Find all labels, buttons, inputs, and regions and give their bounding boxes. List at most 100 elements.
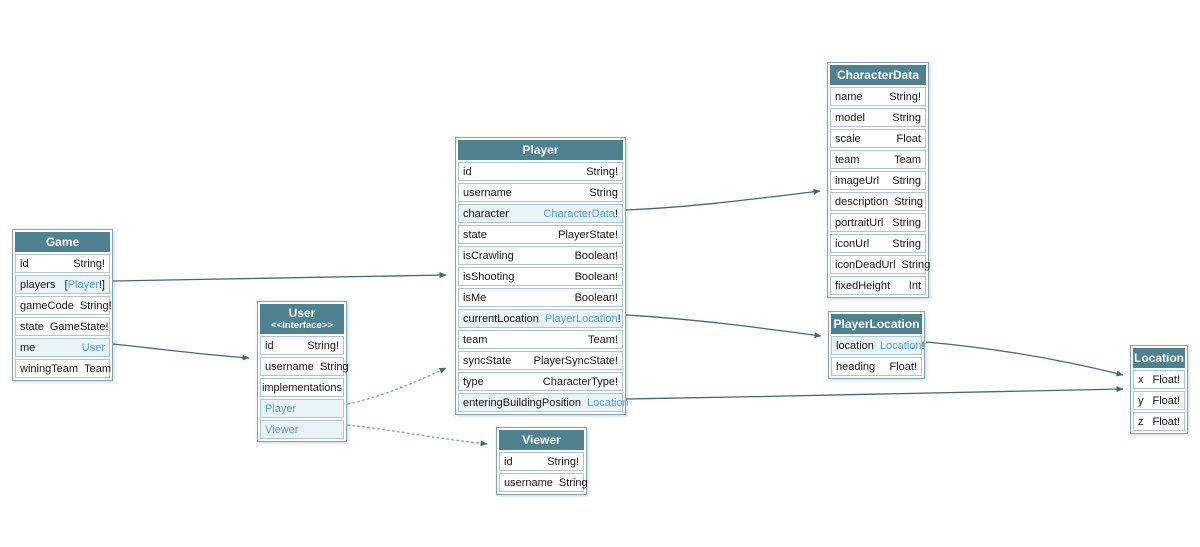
implementations-label: implementations bbox=[261, 381, 343, 394]
field-name: id bbox=[504, 455, 513, 468]
field-row-team[interactable]: team Team bbox=[830, 150, 926, 169]
field-name: name bbox=[835, 90, 863, 103]
field-row-id[interactable]: id String! bbox=[499, 452, 584, 471]
field-type: Boolean! bbox=[574, 249, 618, 262]
field-row-name[interactable]: name String! bbox=[830, 87, 926, 106]
field-name: state bbox=[20, 320, 44, 333]
field-type: Float! bbox=[1152, 394, 1180, 407]
field-name: id bbox=[20, 257, 29, 270]
field-row-iscrawling[interactable]: isCrawling Boolean! bbox=[458, 246, 623, 265]
field-name: iconUrl bbox=[835, 237, 870, 250]
node-player[interactable]: Player id String! username String charac… bbox=[455, 137, 629, 415]
field-row-model[interactable]: model String bbox=[830, 108, 926, 127]
implementation-row-player[interactable]: Player bbox=[260, 399, 344, 418]
field-name: description bbox=[835, 195, 889, 208]
field-row-scale[interactable]: scale Float bbox=[830, 129, 926, 148]
field-row-description[interactable]: description String bbox=[830, 192, 926, 211]
node-title: User bbox=[288, 306, 316, 320]
field-type: String! bbox=[73, 257, 105, 270]
node-location[interactable]: Location x Float! y Float! z Float! bbox=[1130, 345, 1188, 434]
field-row-z[interactable]: z Float! bbox=[1133, 412, 1185, 431]
field-type: Location! bbox=[879, 339, 925, 352]
field-type: String bbox=[589, 186, 618, 199]
field-row-team[interactable]: team Team! bbox=[458, 330, 623, 349]
field-row-type[interactable]: type CharacterType! bbox=[458, 372, 623, 391]
field-row-y[interactable]: y Float! bbox=[1133, 391, 1185, 410]
field-row-me[interactable]: me User bbox=[15, 338, 110, 357]
node-user-header[interactable]: User <<interface>> bbox=[260, 304, 344, 334]
field-name: location bbox=[836, 339, 874, 352]
field-type: Float! bbox=[889, 360, 917, 373]
field-type: String bbox=[892, 111, 921, 124]
implementation-link: Player bbox=[265, 402, 297, 415]
field-row-imageurl[interactable]: imageUrl String bbox=[830, 171, 926, 190]
field-type: Boolean! bbox=[574, 291, 618, 304]
node-player-header[interactable]: Player bbox=[458, 140, 623, 160]
field-type: String bbox=[892, 216, 921, 229]
field-row-username[interactable]: username String bbox=[260, 357, 349, 376]
field-row-x[interactable]: x Float! bbox=[1133, 370, 1185, 389]
field-name: isMe bbox=[463, 291, 487, 304]
field-row-gamecode[interactable]: gameCode String! bbox=[15, 296, 112, 315]
node-user[interactable]: User <<interface>> id String! username S… bbox=[257, 301, 349, 442]
field-type: String! bbox=[586, 165, 618, 178]
field-type: Float! bbox=[1152, 415, 1180, 428]
field-row-location[interactable]: location Location! bbox=[831, 336, 925, 355]
field-row-id[interactable]: id String! bbox=[260, 336, 344, 355]
field-name: x bbox=[1138, 373, 1144, 386]
node-viewer-header[interactable]: Viewer bbox=[499, 430, 584, 450]
field-row-character[interactable]: character CharacterData! bbox=[458, 204, 623, 223]
field-row-username[interactable]: username String bbox=[458, 183, 623, 202]
field-row-icondeadurl[interactable]: iconDeadUrl String bbox=[830, 255, 930, 274]
node-location-header[interactable]: Location bbox=[1133, 348, 1185, 368]
field-name: username bbox=[504, 476, 553, 489]
node-characterdata[interactable]: CharacterData name String! model String … bbox=[827, 62, 930, 298]
field-name: isCrawling bbox=[463, 249, 514, 262]
node-game[interactable]: Game id String! players [Player!] gameCo… bbox=[12, 229, 113, 381]
field-type: PlayerSyncState! bbox=[533, 354, 618, 367]
node-game-header[interactable]: Game bbox=[15, 232, 110, 252]
field-type: String! bbox=[307, 339, 339, 352]
field-row-enteringbuildingposition[interactable]: enteringBuildingPosition Location bbox=[458, 393, 629, 412]
edge-game-players-to-player bbox=[112, 272, 447, 282]
implementations-label-row: implementations bbox=[260, 378, 344, 397]
field-row-id[interactable]: id String! bbox=[458, 162, 623, 181]
field-row-iconurl[interactable]: iconUrl String bbox=[830, 234, 926, 253]
field-type: PlayerState! bbox=[558, 228, 618, 241]
field-type: CharacterType! bbox=[542, 375, 618, 388]
field-name: players bbox=[20, 278, 56, 291]
node-playerlocation-header[interactable]: PlayerLocation bbox=[831, 314, 922, 334]
field-row-heading[interactable]: heading Float! bbox=[831, 357, 922, 376]
field-type: String bbox=[901, 258, 931, 271]
field-type: String bbox=[892, 174, 921, 187]
field-row-state[interactable]: state PlayerState! bbox=[458, 225, 623, 244]
node-characterdata-header[interactable]: CharacterData bbox=[830, 65, 926, 85]
edge-playerlocation-location-to-location bbox=[925, 341, 1124, 377]
node-viewer[interactable]: Viewer id String! username String bbox=[496, 427, 588, 495]
field-row-isshooting[interactable]: isShooting Boolean! bbox=[458, 267, 623, 286]
field-row-isme[interactable]: isMe Boolean! bbox=[458, 288, 623, 307]
field-type: PlayerLocation! bbox=[544, 312, 621, 325]
field-name: syncState bbox=[463, 354, 512, 367]
field-row-state[interactable]: state GameState! bbox=[15, 317, 110, 336]
field-name: id bbox=[265, 339, 274, 352]
field-name: iconDeadUrl bbox=[835, 258, 896, 271]
field-row-syncstate[interactable]: syncState PlayerSyncState! bbox=[458, 351, 623, 370]
field-name: z bbox=[1138, 415, 1144, 428]
field-name: y bbox=[1138, 394, 1144, 407]
field-name: fixedHeight bbox=[835, 279, 891, 292]
node-playerlocation[interactable]: PlayerLocation location Location! headin… bbox=[828, 311, 925, 379]
field-type: Int bbox=[908, 279, 921, 292]
field-row-fixedheight[interactable]: fixedHeight Int bbox=[830, 276, 926, 295]
field-row-currentlocation[interactable]: currentLocation PlayerLocation! bbox=[458, 309, 623, 328]
implementation-row-viewer[interactable]: Viewer bbox=[260, 420, 344, 439]
field-name: username bbox=[265, 360, 314, 373]
field-name: state bbox=[463, 228, 487, 241]
field-row-username[interactable]: username String bbox=[499, 473, 588, 492]
field-name: isShooting bbox=[463, 270, 515, 283]
field-row-players[interactable]: players [Player!] bbox=[15, 275, 110, 294]
field-row-id[interactable]: id String! bbox=[15, 254, 110, 273]
field-row-winingteam[interactable]: winingTeam Team bbox=[15, 359, 111, 378]
field-type: String! bbox=[79, 299, 112, 312]
field-row-portraiturl[interactable]: portraitUrl String bbox=[830, 213, 926, 232]
